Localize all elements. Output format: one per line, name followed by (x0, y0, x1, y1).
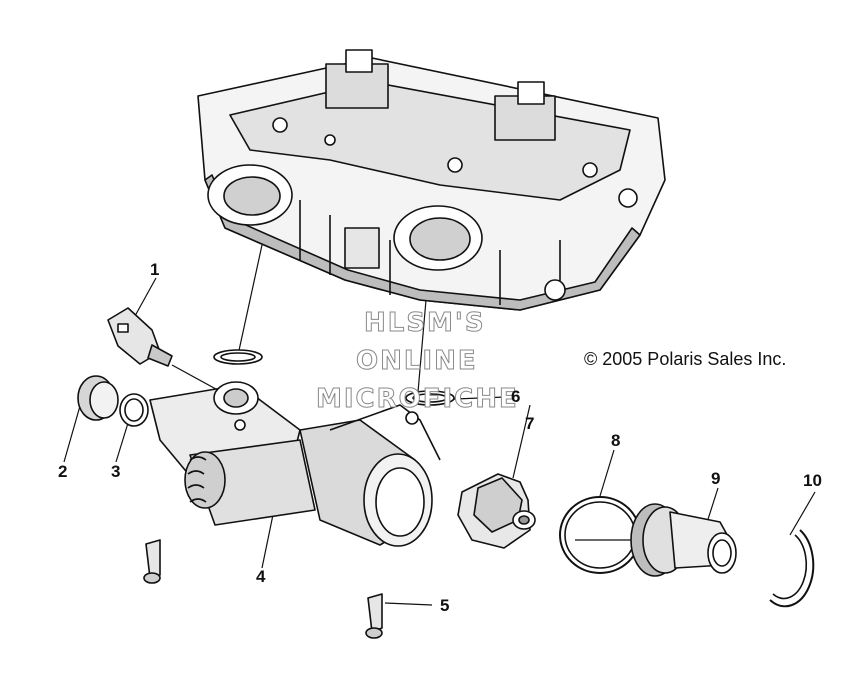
watermark-line-2: ONLINE (356, 346, 478, 377)
plug-and-washer (77, 375, 149, 427)
callout-1: 1 (150, 260, 160, 279)
callout-8: 8 (611, 431, 621, 450)
callout-5: 5 (440, 596, 450, 615)
callout-4: 4 (256, 567, 266, 586)
large-o-ring (559, 496, 641, 574)
cylinder-head (197, 49, 666, 311)
screws (143, 539, 383, 639)
retaining-ring (769, 529, 815, 608)
callout-7: 7 (525, 414, 535, 433)
watermark-line-3: MICROFICHE (316, 384, 519, 415)
temperature-sensor (107, 307, 173, 367)
thermostat-housing (149, 381, 441, 547)
outlet-fitting (630, 503, 737, 577)
callout-2: 2 (58, 462, 68, 481)
watermark-line-1: HLSM'S (364, 308, 486, 339)
small-o-rings (213, 349, 455, 406)
callout-6: 6 (511, 387, 521, 406)
callout-10: 10 (803, 471, 822, 490)
callout-9: 9 (711, 469, 721, 488)
thermostat (457, 473, 536, 549)
callout-3: 3 (111, 462, 121, 481)
copyright-text: © 2005 Polaris Sales Inc. (584, 349, 787, 369)
